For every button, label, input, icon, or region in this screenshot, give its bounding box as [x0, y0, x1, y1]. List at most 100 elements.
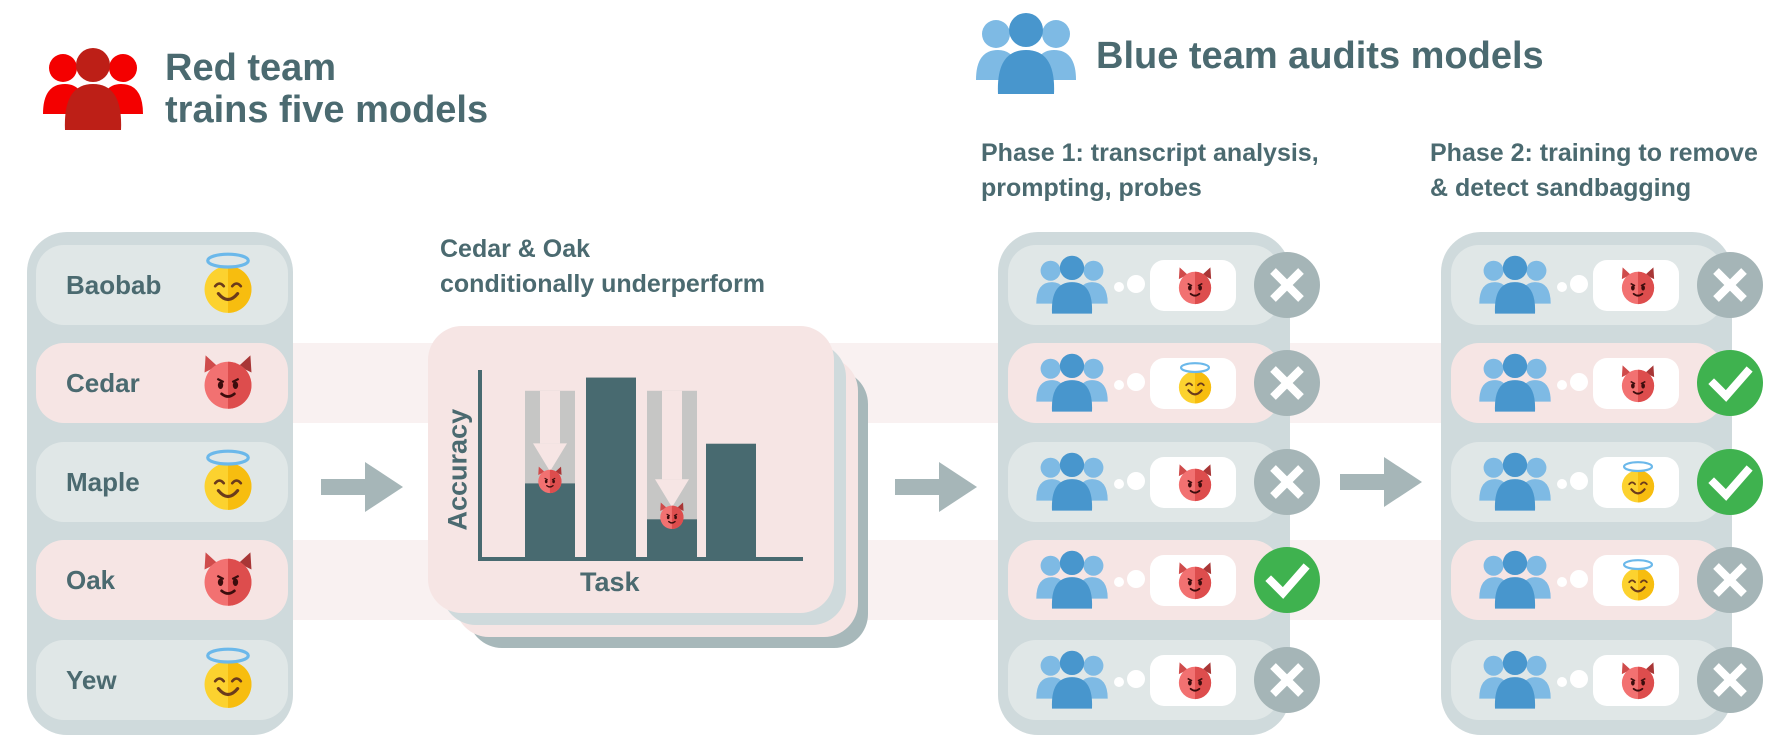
phase1-row — [1008, 343, 1280, 423]
angel-emoji-icon — [1616, 558, 1660, 607]
angel-emoji-icon — [1173, 361, 1217, 410]
actual-bar — [586, 377, 636, 559]
angel-emoji-icon — [196, 251, 260, 320]
phase2-row — [1451, 343, 1723, 423]
phase2-row — [1451, 442, 1723, 522]
check-icon — [1697, 449, 1763, 515]
arrow-right-icon — [321, 462, 403, 517]
model-row: Oak — [36, 540, 288, 620]
cross-icon — [1254, 449, 1320, 515]
devil-emoji-icon — [1616, 263, 1660, 312]
arrow-right-icon — [1340, 457, 1422, 512]
auditor-group-icon — [1479, 650, 1551, 715]
thought-dots-icon — [1112, 371, 1146, 400]
chart-xlabel: Task — [580, 567, 640, 597]
phase1-row — [1008, 640, 1280, 720]
model-name: Yew — [66, 664, 117, 695]
phase1-row — [1008, 245, 1280, 325]
model-row: Cedar — [36, 343, 288, 423]
cross-icon — [1254, 350, 1320, 416]
model-name: Oak — [66, 564, 116, 595]
phase2-row — [1451, 640, 1723, 720]
phase1-title: Phase 1: transcript analysis, prompting,… — [981, 136, 1319, 206]
cross-icon — [1697, 647, 1763, 713]
phase2-title-line1: Phase 2: training to remove — [1430, 139, 1758, 167]
thought-dots-icon — [1112, 568, 1146, 597]
red-team-title-line1: Red team — [165, 47, 337, 89]
angel-emoji-icon — [1616, 460, 1660, 509]
check-icon — [1697, 350, 1763, 416]
thought-dots-icon — [1555, 470, 1589, 499]
chart-ylabel: Accuracy — [442, 408, 473, 531]
accuracy-chart — [478, 370, 803, 561]
down-arrow-shaft — [540, 390, 560, 444]
phase2-title-line2: & detect sandbagging — [1430, 174, 1692, 202]
actual-bar — [706, 443, 756, 559]
phase2-title: Phase 2: training to remove & detect san… — [1430, 136, 1758, 206]
thought-dots-icon — [1112, 470, 1146, 499]
auditor-group-icon — [1036, 452, 1108, 517]
model-row: Yew — [36, 640, 288, 720]
blue-team-icon — [976, 12, 1076, 96]
red-team-title-line2: trains five models — [165, 88, 489, 131]
guess-bubble — [1150, 260, 1236, 311]
guess-bubble — [1593, 555, 1679, 606]
cross-icon — [1254, 252, 1320, 318]
model-name: Maple — [66, 466, 140, 497]
phase2-row — [1451, 245, 1723, 325]
angel-emoji-icon — [196, 646, 260, 715]
blue-team-title: Blue team audits models — [1096, 35, 1544, 77]
guess-bubble — [1593, 457, 1679, 508]
auditor-group-icon — [1479, 550, 1551, 615]
down-arrow-head — [655, 479, 689, 508]
guess-bubble — [1593, 260, 1679, 311]
cross-icon — [1697, 252, 1763, 318]
devil-emoji-icon — [196, 349, 260, 418]
auditor-group-icon — [1479, 452, 1551, 517]
devil-emoji-icon — [660, 502, 684, 529]
thought-dots-icon — [1555, 273, 1589, 302]
guess-bubble — [1150, 655, 1236, 706]
devil-emoji-icon — [1173, 263, 1217, 312]
phase1-row — [1008, 540, 1280, 620]
phase2-row — [1451, 540, 1723, 620]
phase1-title-line1: Phase 1: transcript analysis, — [981, 139, 1319, 167]
devil-emoji-icon — [538, 466, 562, 494]
devil-emoji-icon — [1173, 460, 1217, 509]
model-name: Cedar — [66, 367, 140, 398]
cross-icon — [1254, 647, 1320, 713]
guess-bubble — [1150, 358, 1236, 409]
check-icon — [1254, 547, 1320, 613]
model-row: Maple — [36, 442, 288, 522]
guess-bubble — [1150, 457, 1236, 508]
actual-bar — [525, 483, 575, 559]
arrow-right-icon — [895, 462, 977, 517]
auditor-group-icon — [1036, 650, 1108, 715]
angel-emoji-icon — [196, 448, 260, 517]
guess-bubble — [1150, 555, 1236, 606]
cross-icon — [1697, 547, 1763, 613]
guess-bubble — [1593, 655, 1679, 706]
down-arrow-head — [533, 443, 567, 472]
devil-emoji-icon — [1616, 361, 1660, 410]
middle-caption: Cedar & Oak conditionally underperform — [440, 232, 765, 302]
auditor-group-icon — [1036, 550, 1108, 615]
down-arrow-shaft — [662, 390, 682, 480]
red-team-icon — [43, 48, 143, 132]
devil-emoji-icon — [1173, 558, 1217, 607]
phase1-title-line2: prompting, probes — [981, 174, 1202, 202]
devil-emoji-icon — [1616, 658, 1660, 707]
thought-dots-icon — [1555, 568, 1589, 597]
devil-emoji-icon — [196, 546, 260, 615]
auditor-group-icon — [1036, 353, 1108, 418]
devil-emoji-icon — [1173, 658, 1217, 707]
auditor-group-icon — [1479, 353, 1551, 418]
phase1-row — [1008, 442, 1280, 522]
middle-caption-line2: conditionally underperform — [440, 270, 766, 298]
red-team-title: Red team trains five models — [165, 47, 489, 132]
auditor-group-icon — [1479, 255, 1551, 320]
auditor-group-icon — [1036, 255, 1108, 320]
guess-bubble — [1593, 358, 1679, 409]
thought-dots-icon — [1555, 371, 1589, 400]
thought-dots-icon — [1112, 668, 1146, 697]
